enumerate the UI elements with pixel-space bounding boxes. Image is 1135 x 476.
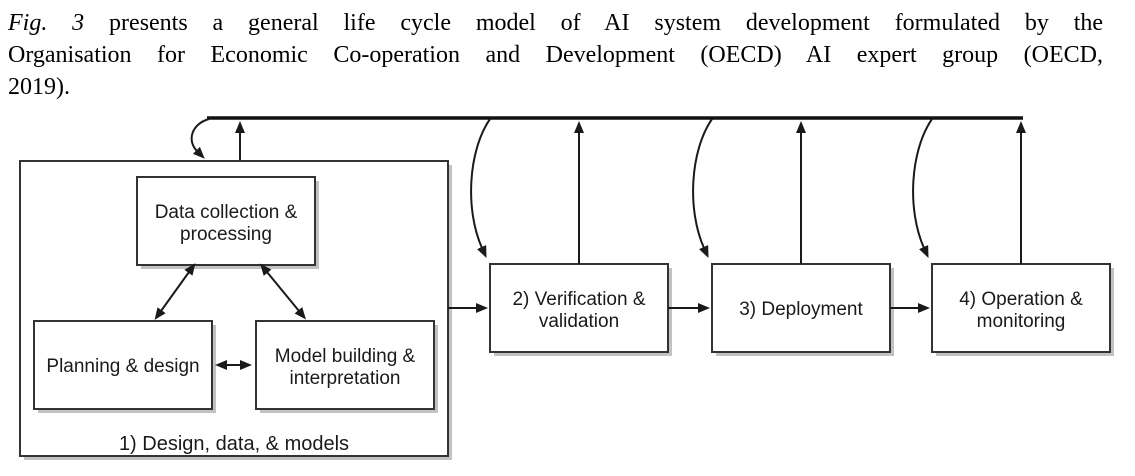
stage3-label: 3) Deployment	[739, 299, 863, 320]
data-collection-label-line1: Data collection &	[155, 202, 298, 223]
stage4-box	[931, 263, 1111, 353]
feedback-curve-stage1	[190, 118, 210, 159]
stage4-label-line1: 4) Operation &	[959, 289, 1083, 310]
caption-line-1-text: presents a general life cycle model of A…	[109, 10, 1104, 36]
planning-label: Planning & design	[46, 356, 199, 377]
stage2-box	[489, 263, 669, 353]
feedback-curve-stage2	[470, 118, 491, 259]
stage2-label-line2: validation	[539, 311, 619, 332]
stage2-label-line1: 2) Verification &	[512, 289, 645, 310]
model-building-label-line1: Model building &	[275, 346, 416, 367]
figure-caption: Fig. 3 presents a general life cycle mod…	[8, 7, 1103, 103]
stage4-label-line2: monitoring	[977, 311, 1066, 332]
caption-line-1: Fig. 3 presents a general life cycle mod…	[8, 7, 1103, 39]
feedback-curve-stage4	[912, 118, 933, 259]
stage1-label: 1) Design, data, & models	[119, 433, 349, 455]
data-collection-label-line2: processing	[180, 224, 272, 245]
caption-line-2: Organisation for Economic Co-operation a…	[8, 42, 1103, 68]
planning-box	[33, 320, 213, 410]
model-building-label-line2: interpretation	[290, 368, 401, 389]
model-building-box	[255, 320, 435, 410]
feedback-curve-stage3	[692, 118, 713, 259]
caption-line-3: 2019).	[8, 74, 70, 100]
arrow-data-planning	[154, 263, 196, 320]
stage3-box	[711, 263, 891, 353]
data-collection-box	[136, 176, 316, 266]
arrow-data-model	[260, 263, 306, 320]
figure-label: Fig. 3	[8, 10, 85, 36]
